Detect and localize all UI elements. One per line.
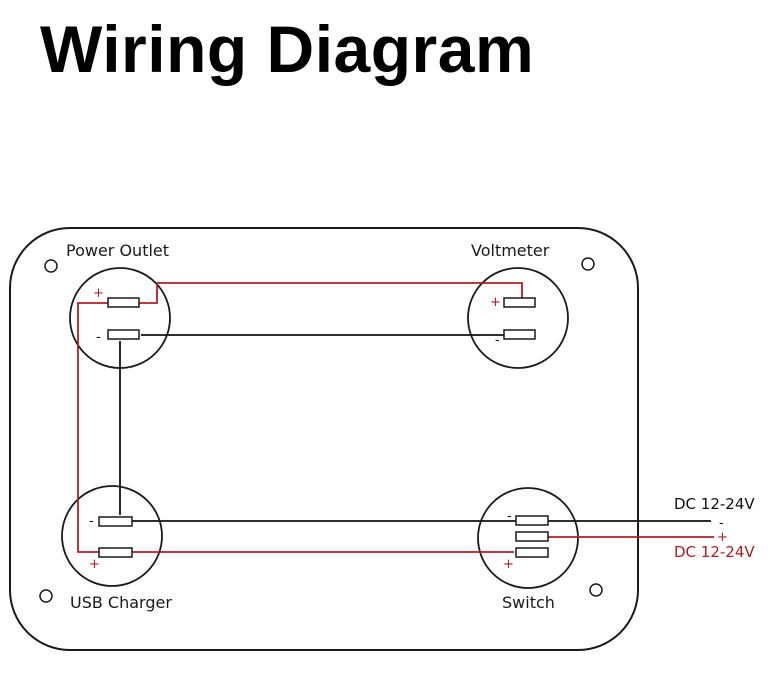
- voltmeter-negative-terminal: [503, 329, 536, 340]
- usb-charger-label: USB Charger: [70, 593, 172, 612]
- voltmeter-positive-terminal: [503, 297, 536, 308]
- mounting-hole-top-left: [44, 259, 58, 273]
- page-title: Wiring Diagram: [40, 12, 535, 86]
- switch-supply-terminal: [515, 531, 549, 542]
- wire-positive-outlet-voltmeter: [139, 282, 523, 304]
- supply-positive-sign: +: [717, 530, 728, 545]
- usb-charger-plus-sign: +: [89, 557, 100, 572]
- power-outlet-label: Power Outlet: [66, 241, 169, 260]
- mounting-hole-bottom-right: [589, 583, 603, 597]
- supply-negative-label: DC 12-24V: [674, 495, 755, 513]
- supply-negative-sign: -: [719, 516, 724, 531]
- voltmeter-plus-sign: +: [490, 295, 501, 310]
- mounting-hole-top-right: [581, 257, 595, 271]
- switch-negative-terminal: [515, 515, 549, 526]
- wire-positive-outlet-usb: [77, 302, 109, 553]
- voltmeter-body: [467, 267, 569, 369]
- voltmeter-minus-sign: -: [495, 333, 500, 348]
- usb-charger-negative-terminal: [98, 516, 133, 527]
- switch-label: Switch: [502, 593, 555, 612]
- mounting-hole-bottom-left: [39, 589, 53, 603]
- switch-body: [477, 487, 579, 589]
- switch-positive-terminal: [515, 547, 549, 558]
- power-outlet-negative-terminal: [107, 329, 140, 340]
- usb-charger-minus-sign: -: [89, 514, 94, 529]
- usb-charger-body: [61, 485, 163, 587]
- switch-minus-sign: -: [507, 509, 512, 524]
- voltmeter-label: Voltmeter: [471, 241, 550, 260]
- panel-outline: [9, 227, 639, 651]
- power-outlet-plus-sign: +: [93, 286, 104, 301]
- power-outlet-positive-terminal: [107, 297, 140, 308]
- usb-charger-positive-terminal: [98, 547, 133, 558]
- supply-positive-label: DC 12-24V: [674, 543, 755, 561]
- power-outlet-minus-sign: -: [96, 330, 101, 345]
- switch-plus-sign: +: [503, 557, 514, 572]
